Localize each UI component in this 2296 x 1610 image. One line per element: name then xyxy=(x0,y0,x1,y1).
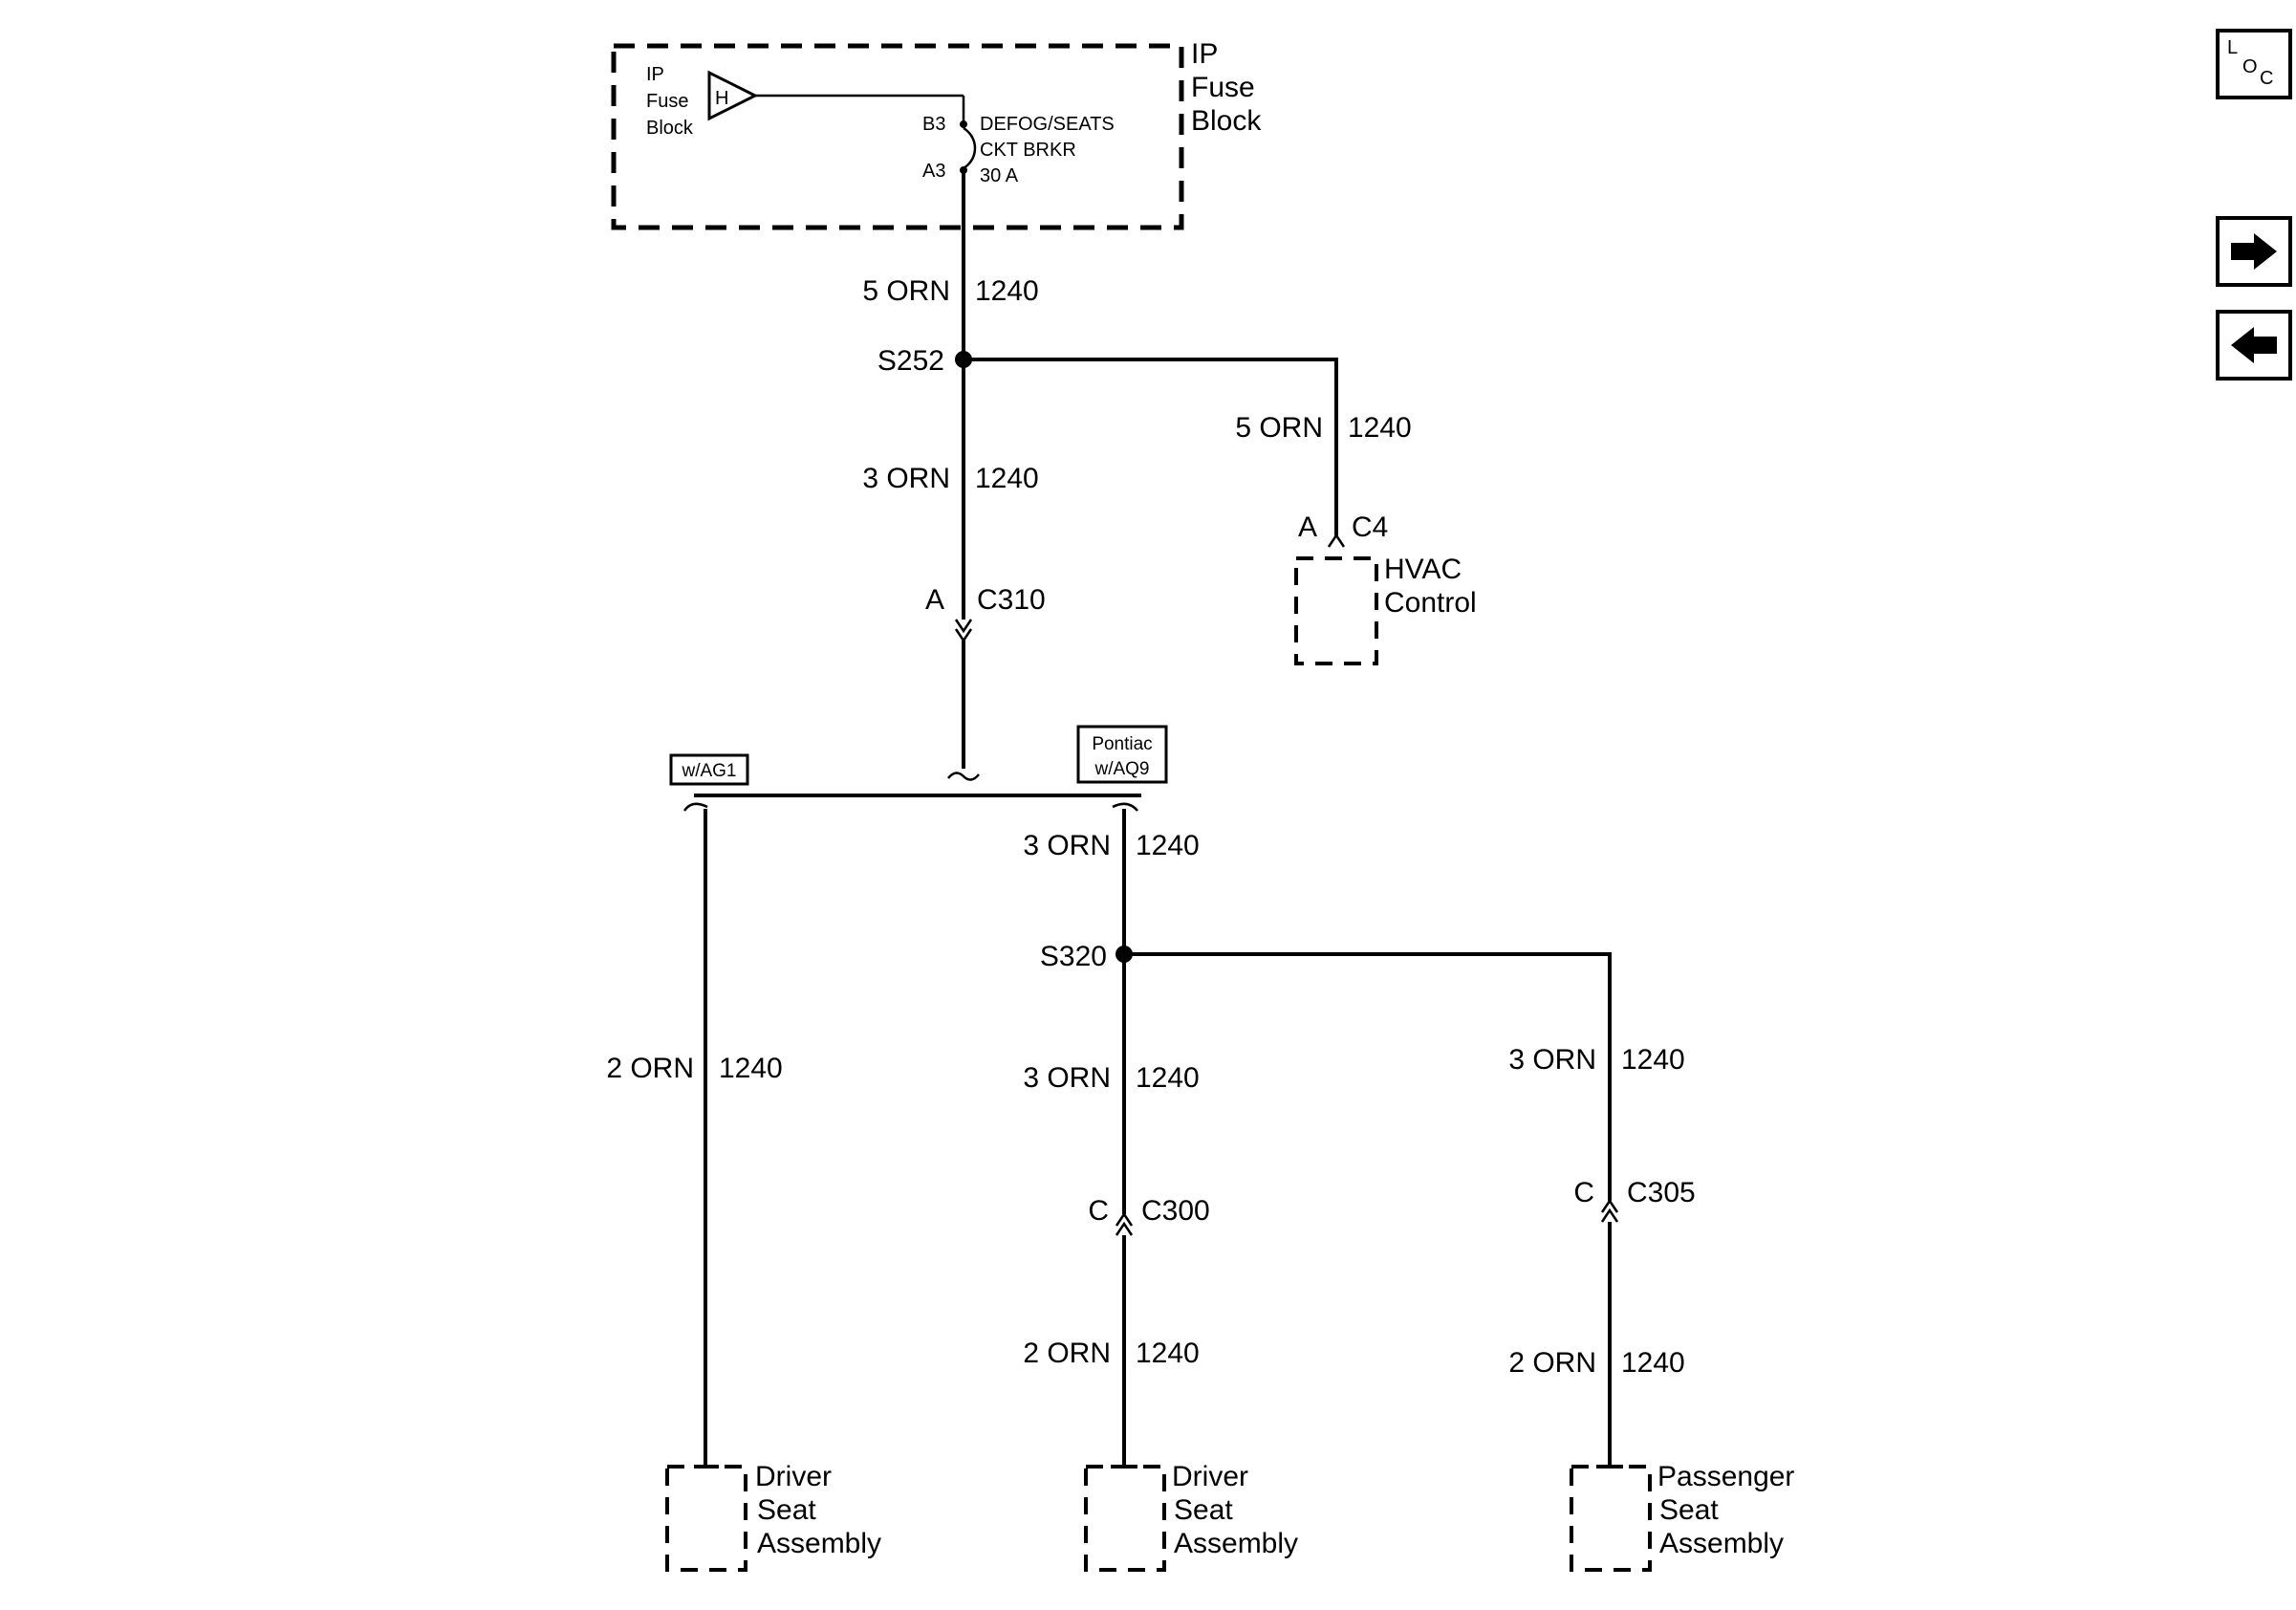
driver-seat-2-label-3: Assembly xyxy=(1174,1528,1298,1559)
connector-c300-pin: C xyxy=(1088,1195,1109,1227)
hvac-label-2: Control xyxy=(1384,587,1477,619)
passenger-seat-label-2: Seat xyxy=(1659,1494,1719,1526)
passenger-seat-assembly: Passenger Seat Assembly xyxy=(1570,1461,1794,1572)
passenger-seat-label-1: Passenger xyxy=(1657,1461,1794,1492)
wire-4-circuit: 1240 xyxy=(719,1053,783,1084)
wire-1-gauge-color: 5 ORN xyxy=(862,275,950,307)
wire-9-gauge-color: 2 ORN xyxy=(1508,1347,1596,1379)
breaker-label-2: CKT BRKR xyxy=(980,140,1076,161)
breaker-label-3: 30 A xyxy=(980,165,1019,186)
wire-8-gauge-color: 2 ORN xyxy=(1023,1338,1111,1369)
wire-2-gauge-color: 3 ORN xyxy=(862,463,950,494)
driver-seat-1-label-3: Assembly xyxy=(757,1528,881,1559)
fuse-block-outer-label-3: Block xyxy=(1191,105,1262,137)
connector-c300-symbol xyxy=(1115,1211,1134,1236)
option-bracket-ag1 xyxy=(682,802,708,812)
splice-s320-label: S320 xyxy=(1040,941,1107,972)
connector-c310-pin: A xyxy=(925,584,944,616)
component-locator-button[interactable]: L O C xyxy=(2216,29,2292,99)
wire-s320-to-c305 xyxy=(1124,952,1612,1201)
arrow-right-icon xyxy=(2231,233,2277,270)
connector-c4-name: C4 xyxy=(1352,511,1388,543)
circuit-breaker-symbol xyxy=(960,120,977,174)
option-aq9-label-2: w/AQ9 xyxy=(1094,759,1149,779)
hot-at-all-times-icon xyxy=(707,70,759,121)
next-page-button[interactable] xyxy=(2216,216,2292,287)
passenger-seat-label-3: Assembly xyxy=(1659,1528,1784,1559)
wire-break-mark xyxy=(947,772,980,781)
wire-8-circuit: 1240 xyxy=(1136,1338,1200,1369)
wire-2-circuit: 1240 xyxy=(975,463,1039,494)
wire-3-circuit: 1240 xyxy=(1348,412,1412,444)
option-ag1-tag: w/AG1 xyxy=(669,753,749,786)
fuse-block-inner-label-3: Block xyxy=(646,118,694,139)
wire-9-circuit: 1240 xyxy=(1621,1347,1685,1379)
connector-c305-symbol xyxy=(1600,1198,1619,1223)
wire-4-gauge-color: 2 ORN xyxy=(606,1053,694,1084)
option-ag1-label: w/AG1 xyxy=(681,761,736,781)
splice-s252-label: S252 xyxy=(877,345,944,377)
wire-s252-to-hvac xyxy=(964,358,1338,535)
hvac-control-component: HVAC Control xyxy=(1294,554,1477,665)
loc-letter-c: C xyxy=(2260,68,2273,89)
connector-c4-symbol xyxy=(1327,533,1346,548)
connector-c300-name: C300 xyxy=(1141,1195,1210,1227)
option-bracket-aq9 xyxy=(1112,802,1138,812)
connector-c305-pin: C xyxy=(1573,1177,1594,1208)
wire-6-circuit: 1240 xyxy=(1136,1062,1200,1094)
fuse-block-outer-label-2: Fuse xyxy=(1191,72,1255,103)
connector-c305-name: C305 xyxy=(1627,1177,1696,1208)
option-aq9-label-1: Pontiac xyxy=(1092,734,1152,754)
loc-letter-o: O xyxy=(2242,56,2258,77)
connector-c310-name: C310 xyxy=(977,584,1046,616)
ip-fuse-block: IP Fuse Block H B3 A3 DEFOG/SEATS CKT BR… xyxy=(611,38,1262,230)
hvac-label-1: HVAC xyxy=(1384,554,1462,585)
wire-1-circuit: 1240 xyxy=(975,275,1039,307)
pin-a3-label: A3 xyxy=(922,161,945,182)
previous-page-button[interactable] xyxy=(2216,310,2292,381)
wire-7-gauge-color: 3 ORN xyxy=(1508,1044,1596,1076)
wire-7-circuit: 1240 xyxy=(1621,1044,1685,1076)
wire-6-gauge-color: 3 ORN xyxy=(1023,1062,1111,1094)
breaker-label-1: DEFOG/SEATS xyxy=(980,114,1115,135)
driver-seat-assembly-2: Driver Seat Assembly xyxy=(1084,1461,1298,1572)
loc-letter-l: L xyxy=(2227,37,2238,58)
arrow-left-icon xyxy=(2231,327,2277,363)
hot-indicator-label: H xyxy=(715,88,728,109)
option-aq9-tag: Pontiac w/AQ9 xyxy=(1076,725,1168,784)
driver-seat-1-label-2: Seat xyxy=(757,1494,816,1526)
connector-c4-pin: A xyxy=(1298,511,1317,543)
connector-c310-symbol xyxy=(954,619,973,643)
driver-seat-2-label-1: Driver xyxy=(1172,1461,1248,1492)
fuse-block-outer-label-1: IP xyxy=(1191,38,1218,70)
driver-seat-2-label-2: Seat xyxy=(1174,1494,1233,1526)
wire-3-gauge-color: 5 ORN xyxy=(1235,412,1323,444)
driver-seat-1-label-1: Driver xyxy=(755,1461,832,1492)
pin-b3-label: B3 xyxy=(922,114,945,135)
fuse-block-inner-label-2: Fuse xyxy=(646,91,688,112)
driver-seat-assembly-1: Driver Seat Assembly xyxy=(665,1461,881,1572)
wire-5-circuit: 1240 xyxy=(1136,830,1200,861)
wire-5-gauge-color: 3 ORN xyxy=(1023,830,1111,861)
fuse-block-inner-label-1: IP xyxy=(646,64,664,85)
component-locator-icon: L O C xyxy=(2227,37,2273,89)
